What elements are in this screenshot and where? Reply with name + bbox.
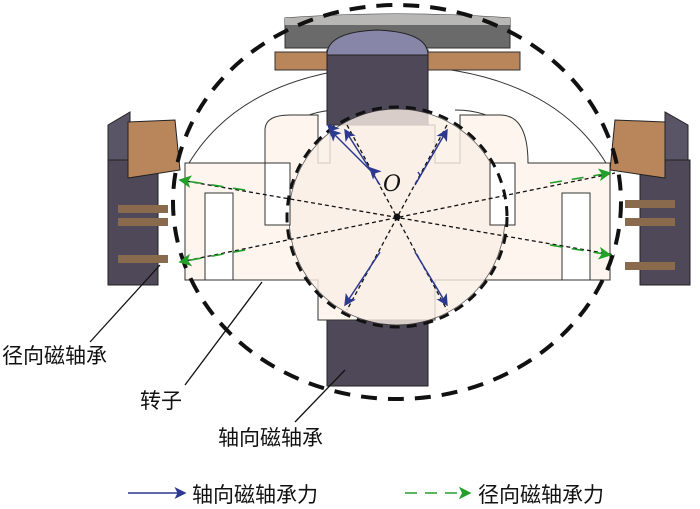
radial-bearing-label: 径向磁轴承 [2, 344, 107, 368]
right-radial-bearing [609, 111, 691, 286]
legend-radial-label: 径向磁轴承力 [478, 483, 604, 507]
left-radial-bearing [107, 111, 181, 286]
leader-lines [89, 264, 346, 423]
center-label: O [383, 172, 402, 197]
axial-bearing-label: 轴向磁轴承 [218, 426, 323, 450]
legend-axial-label: 轴向磁轴承力 [192, 483, 318, 507]
outer-dashed-ellipse [171, 3, 623, 401]
radial-force-arrows [178, 168, 612, 267]
rotor-label: 转子 [140, 389, 182, 413]
inner-dashed-circle [285, 105, 509, 329]
axial-force-arrows [326, 123, 448, 307]
top-axial-bearing [274, 13, 521, 126]
center-point [393, 213, 401, 221]
bottom-axial-bearing [326, 317, 429, 387]
